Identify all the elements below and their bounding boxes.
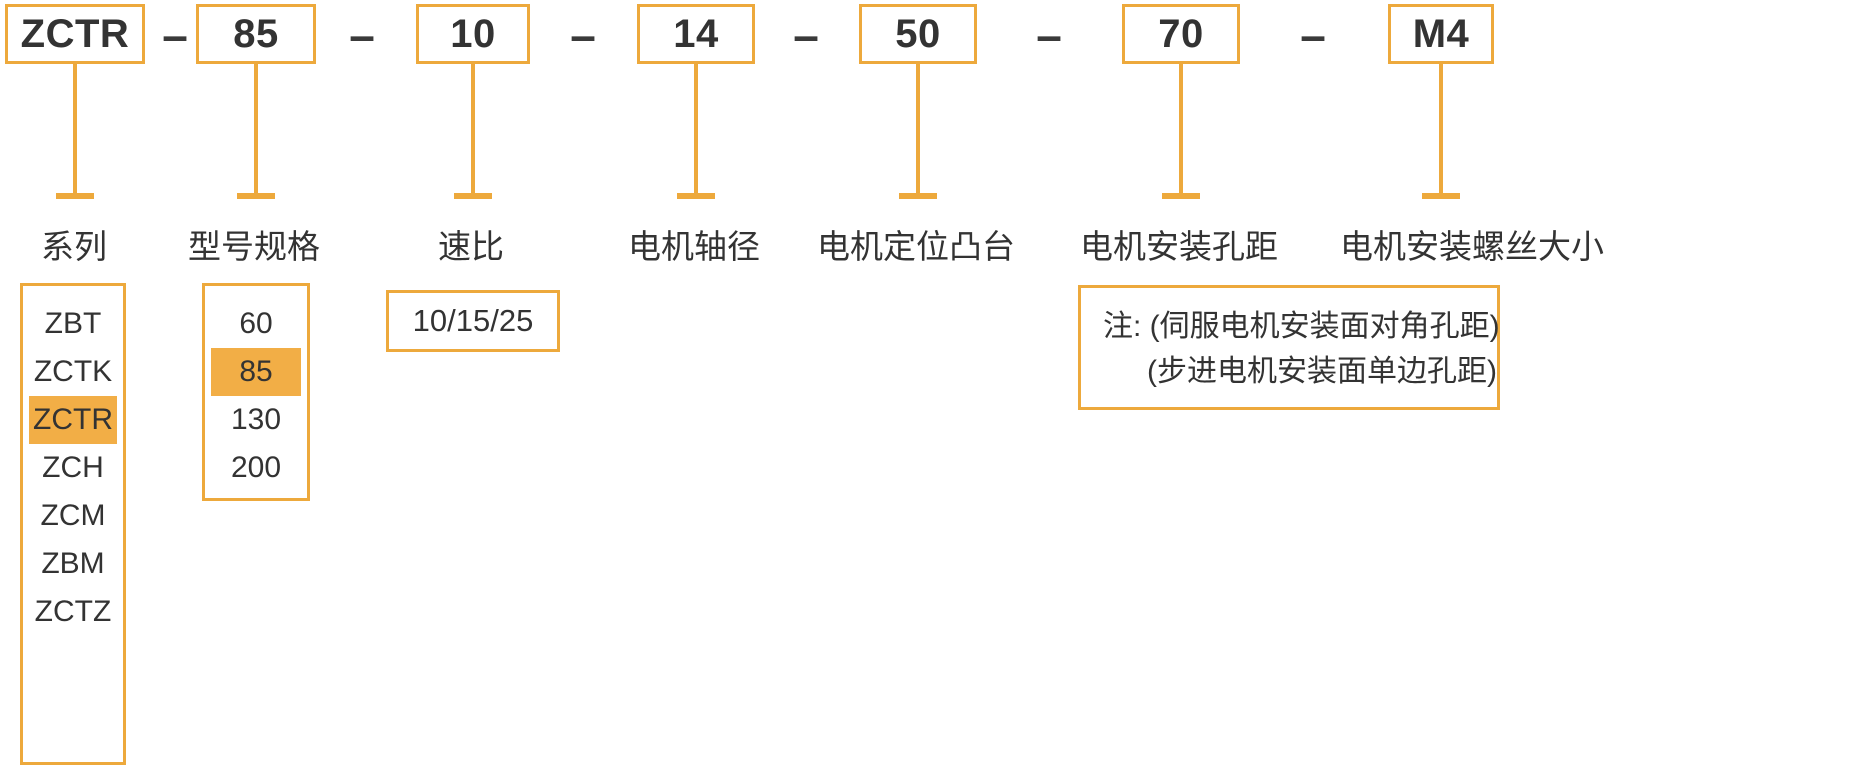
ratio-options-box[interactable]: 10/15/25 — [386, 290, 560, 352]
code-box-screw-size-value: M4 — [1412, 11, 1470, 56]
code-box-hole-pitch[interactable]: 70 — [1122, 4, 1240, 64]
field-label-ratio: 速比 — [438, 228, 504, 265]
series-option-zbt[interactable]: ZBT — [44, 307, 102, 340]
code-box-series[interactable]: ZCTR — [5, 4, 145, 64]
connector-foot-screw-size — [1422, 193, 1460, 199]
code-box-size[interactable]: 85 — [196, 4, 316, 64]
ratio-options-value: 10/15/25 — [412, 303, 534, 338]
connector-stem-hole-pitch — [1179, 64, 1183, 193]
connector-stem-shaft-diameter — [694, 64, 698, 193]
connector-foot-hole-pitch — [1162, 193, 1200, 199]
field-label-series: 系列 — [41, 228, 107, 265]
code-box-pilot-boss[interactable]: 50 — [859, 4, 977, 64]
note-line-stepper: (步进电机安装面单边孔距) — [1147, 355, 1497, 388]
note-line-servo: 注: (伺服电机安装面对角孔距) — [1103, 310, 1500, 343]
connector-foot-pilot-boss — [899, 193, 937, 199]
connector-stem-ratio — [471, 64, 475, 193]
connector-stem-series — [73, 64, 77, 193]
series-option-zch[interactable]: ZCH — [42, 451, 104, 484]
separator-dash-2: – — [349, 9, 375, 61]
code-box-pilot-boss-value: 50 — [895, 11, 941, 56]
size-option-60[interactable]: 60 — [239, 307, 273, 340]
series-option-zbm[interactable]: ZBM — [41, 547, 105, 580]
code-box-series-value: ZCTR — [20, 11, 130, 56]
field-label-screw-size: 电机安装螺丝大小 — [1340, 228, 1604, 265]
code-box-size-value: 85 — [233, 11, 279, 56]
field-label-shaft-diameter: 电机轴径 — [628, 228, 760, 265]
separator-dash-1: – — [162, 9, 188, 61]
series-option-zctk[interactable]: ZCTK — [33, 355, 113, 388]
separator-dash-4: – — [793, 9, 819, 61]
code-box-screw-size[interactable]: M4 — [1388, 4, 1494, 64]
separator-dash-5: – — [1036, 9, 1062, 61]
field-label-pilot-boss: 电机定位凸台 — [817, 228, 1015, 265]
connector-stem-pilot-boss — [916, 64, 920, 193]
code-box-shaft-diameter-value: 14 — [673, 11, 719, 56]
series-option-zctr[interactable]: ZCTR — [29, 396, 117, 444]
size-option-85[interactable]: 85 — [211, 348, 301, 396]
code-box-hole-pitch-value: 70 — [1158, 11, 1204, 56]
code-box-ratio-value: 10 — [450, 11, 496, 56]
field-label-hole-pitch: 电机安装孔距 — [1080, 228, 1278, 265]
series-option-zcm[interactable]: ZCM — [40, 499, 106, 532]
separator-dash-6: – — [1300, 9, 1326, 61]
connector-foot-size — [237, 193, 275, 199]
connector-foot-shaft-diameter — [677, 193, 715, 199]
separator-dash-3: – — [570, 9, 596, 61]
field-label-size: 型号规格 — [188, 228, 320, 265]
size-options-box[interactable]: 60 85 130 200 — [202, 283, 310, 501]
size-option-130[interactable]: 130 — [230, 403, 282, 436]
connector-foot-series — [56, 193, 94, 199]
connector-stem-screw-size — [1439, 64, 1443, 193]
series-options-box[interactable]: ZBT ZCTK ZCTR ZCH ZCM ZBM ZCTZ — [20, 283, 126, 765]
series-option-zctz[interactable]: ZCTZ — [34, 595, 112, 628]
code-box-shaft-diameter[interactable]: 14 — [637, 4, 755, 64]
note-box: 注: (伺服电机安装面对角孔距) (步进电机安装面单边孔距) — [1078, 285, 1500, 410]
size-option-200[interactable]: 200 — [230, 451, 282, 484]
connector-foot-ratio — [454, 193, 492, 199]
connector-stem-size — [254, 64, 258, 193]
code-box-ratio[interactable]: 10 — [416, 4, 530, 64]
